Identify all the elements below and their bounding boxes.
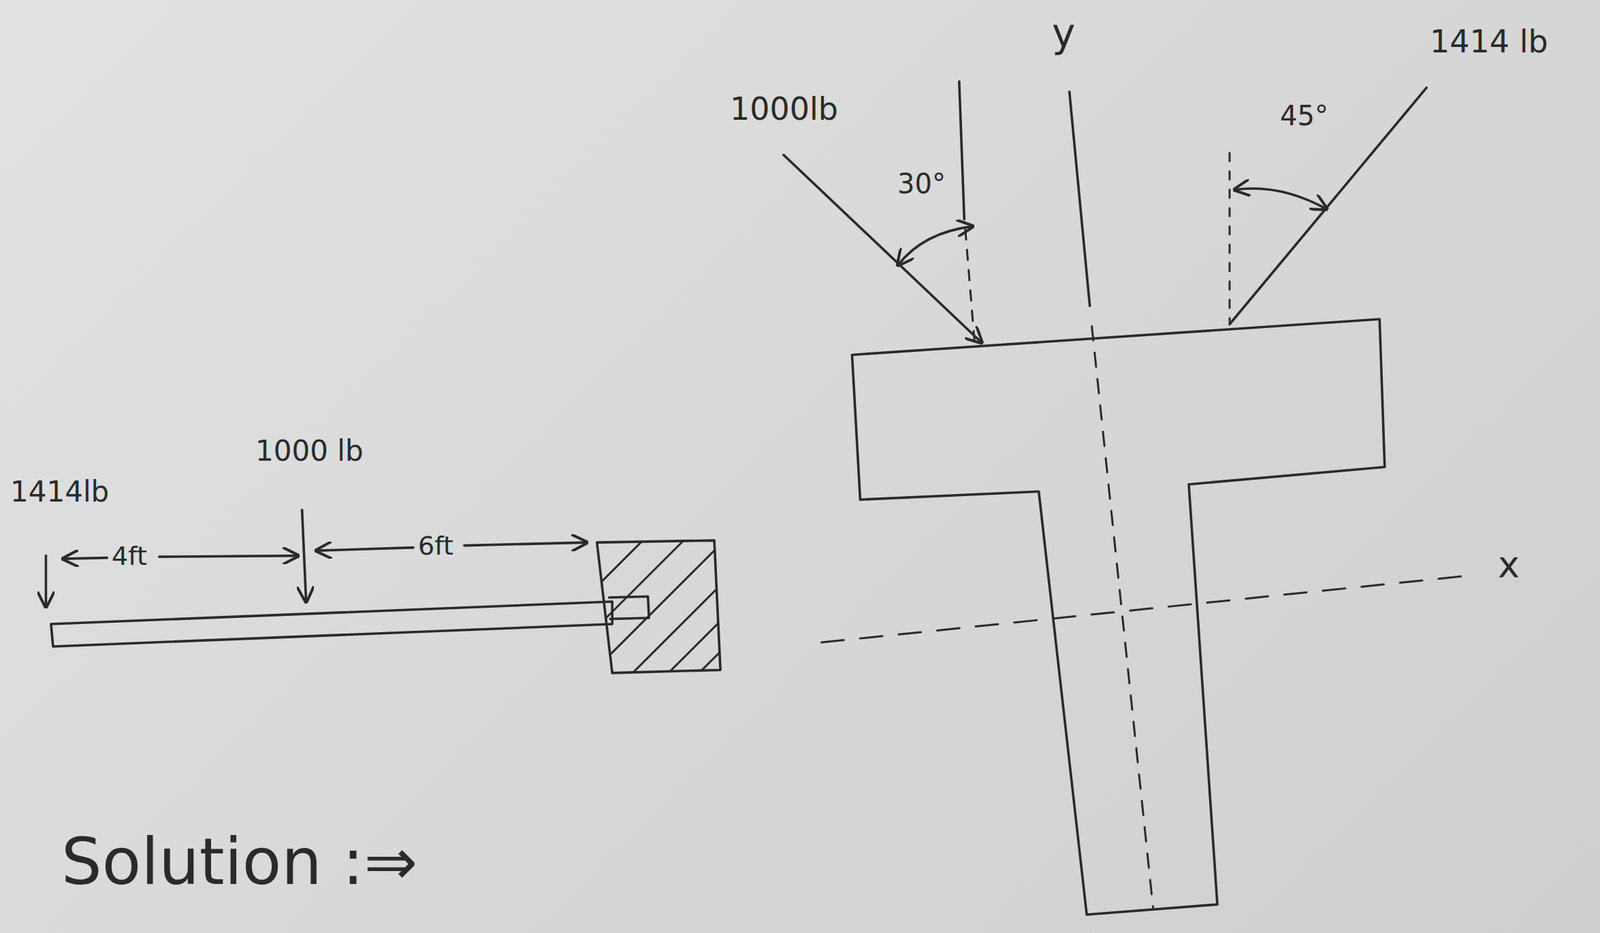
reference-line — [959, 81, 965, 220]
angle-arc-30 — [898, 226, 973, 266]
dimension-line — [464, 542, 587, 546]
dimension-line — [63, 558, 107, 559]
x-axis — [821, 576, 1464, 643]
load-arrow-1000 — [302, 509, 307, 602]
solution-heading: Solution :⇒ — [61, 827, 418, 898]
force-label: 1000 lb — [255, 435, 364, 468]
angle-label: 30° — [897, 168, 946, 199]
force-label: 1414lb — [10, 476, 109, 508]
beam-end — [609, 597, 649, 620]
beam — [51, 601, 613, 647]
force-1000 — [783, 155, 982, 344]
reference-dashed-45 — [1228, 153, 1231, 323]
load-arrow-1414 — [44, 556, 48, 608]
angle-label: 45° — [1280, 100, 1329, 131]
y-centerline — [1092, 326, 1154, 908]
force-label: 1414 lb — [1429, 24, 1549, 60]
dimension-line — [159, 556, 299, 557]
y-axis — [1069, 91, 1091, 307]
axis-label: y — [1051, 12, 1076, 56]
force-1414 — [1229, 87, 1427, 325]
dimension-line — [316, 548, 414, 551]
force-label: 1000lb — [729, 91, 839, 127]
axis-label: x — [1497, 544, 1520, 585]
angle-arc-45 — [1234, 188, 1327, 210]
reference-dashed — [965, 229, 975, 342]
t-section — [851, 319, 1385, 916]
dimension-label: 4ft — [111, 542, 148, 572]
dimension-label: 6ft — [418, 532, 454, 562]
